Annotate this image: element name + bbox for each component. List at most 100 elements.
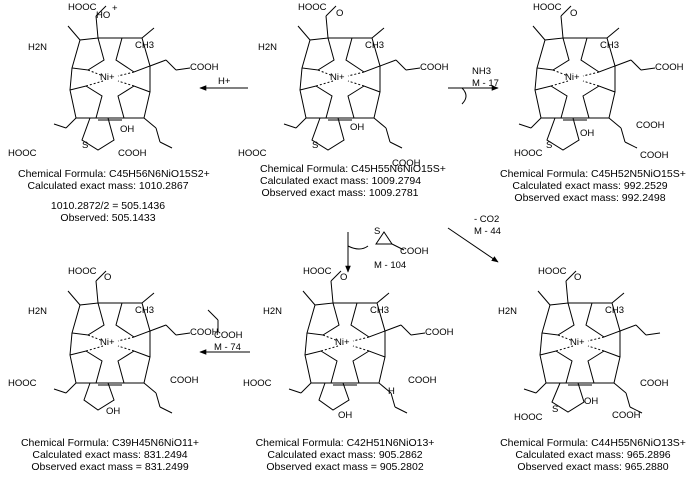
top-right-acid-bottom: COOH	[640, 150, 669, 161]
obs-label: Observed exact mass:	[517, 461, 625, 473]
center-nickel-label: Ni+	[330, 72, 345, 83]
calc-value: 905.2862	[378, 449, 423, 461]
obs-label: Observed exact mass:	[261, 187, 369, 199]
top-left-acid-top: HOOC	[68, 2, 97, 13]
caption-top-right: Chemical Formula: C45H52N5NiO15S+ Calcul…	[500, 168, 686, 204]
formula-prefix: Chemical Formula:	[18, 168, 110, 180]
bottom-right-sulfur: S	[552, 404, 559, 415]
bottom-right-acid-bottom: COOH	[612, 410, 641, 421]
bottom-left-acid-top: HOOC	[68, 266, 97, 277]
top-left-hydroxyl: OH	[120, 124, 135, 135]
obs-value: 992.2498	[621, 192, 666, 204]
top-left-sulfur: S	[82, 140, 89, 151]
center-hydroxyl: OH	[350, 122, 365, 133]
formula: C45H52N5NiO15S+	[591, 168, 686, 180]
top-left-structure	[53, 5, 191, 151]
thiirane-fragment	[375, 231, 405, 251]
bottom-left-nickel-label: Ni+	[100, 337, 115, 348]
top-left-oxonium: HO	[96, 10, 111, 21]
formula: C44H55N6NiO13S+	[591, 437, 686, 449]
bottom-right-methyl: CH3	[605, 305, 625, 316]
calc-label: Calculated exact mass:	[512, 180, 624, 192]
center-acid-right: COOH	[420, 62, 449, 73]
calc-label: Calculated exact mass:	[32, 449, 144, 461]
top-right-nickel-label: Ni+	[565, 72, 580, 83]
bottom-left-hydroxyl: OH	[106, 406, 121, 417]
bottom-left-structure	[53, 270, 191, 414]
caption-bottom-middle: Chemical Formula: C42H51N6NiO13+ Calcula…	[255, 437, 435, 473]
bottom-right-acid-mid: COOH	[640, 378, 669, 389]
center-oxo: O	[336, 8, 344, 19]
arrow-co2-delta: M - 44	[474, 226, 501, 237]
caption-bottom-right: Chemical Formula: C44H55N6NiO13S+ Calcul…	[500, 437, 686, 473]
arrow-ammonia-delta: M - 17	[472, 78, 499, 89]
bottom-middle-hydrogen: H	[388, 386, 395, 397]
formula-prefix: Chemical Formula:	[20, 437, 112, 449]
half-mass-line: 1010.2872/2 = 505.1436	[50, 200, 166, 212]
bottom-left-acid-bottom: COOH	[170, 375, 199, 386]
calc-label: Calculated exact mass:	[27, 180, 139, 192]
bottom-left-amide: H2N	[28, 306, 48, 317]
obs-label: Observed exact mass:	[514, 192, 622, 204]
observed-half-mass: Observed: 505.1433	[60, 212, 156, 224]
bottom-middle-acid-bottom: COOH	[408, 375, 437, 386]
top-right-acid-top: HOOC	[533, 2, 562, 13]
bottom-middle-methyl: CH3	[370, 305, 390, 316]
formula: C39H45N6NiO11+	[111, 437, 200, 449]
arrow-ammonia-curl	[461, 87, 467, 105]
formula-prefix: Chemical Formula:	[255, 437, 347, 449]
formula-prefix: Chemical Formula:	[500, 168, 592, 180]
caption-top-left: Chemical Formula: C45H56N6NiO15S2+ Calcu…	[18, 168, 210, 224]
bottom-middle-nickel-label: Ni+	[335, 337, 350, 348]
calc-value: 1009.2794	[371, 175, 422, 187]
obs-label: Observed exact mass =	[266, 461, 380, 473]
top-left-nickel-label: Ni+	[100, 72, 115, 83]
protonation-text: H+	[218, 76, 231, 87]
center-methyl: CH3	[365, 40, 385, 51]
bottom-left-acid-right: COOH	[190, 327, 219, 338]
arrow-thiirane-curl	[347, 245, 369, 250]
calc-label: Calculated exact mass:	[267, 449, 379, 461]
calc-value: 831.2494	[143, 449, 188, 461]
bottom-right-nickel-label: Ni+	[570, 337, 585, 348]
obs-value: 965.2880	[624, 461, 669, 473]
obs-label: Observed exact mass =	[31, 461, 145, 473]
bottom-middle-amide: H2N	[263, 306, 283, 317]
top-right-oxo: O	[570, 8, 578, 19]
center-acid-top: HOOC	[298, 2, 327, 13]
center-sulfur: S	[312, 140, 319, 151]
formula: C42H51N6NiO13+	[346, 437, 435, 449]
formula: C45H55N6NiO15S+	[351, 163, 446, 175]
bottom-middle-acid-top: HOOC	[303, 266, 332, 277]
bottom-left-acid-left: HOOC	[8, 378, 37, 389]
calc-value: 965.2896	[626, 449, 671, 461]
formula-prefix: Chemical Formula:	[500, 437, 592, 449]
center-amide: H2N	[258, 42, 278, 53]
arrow-co2-loss	[447, 227, 499, 263]
bottom-middle-structure	[288, 270, 426, 414]
top-right-sulfur: S	[546, 140, 553, 151]
bottom-left-oxo: O	[104, 272, 112, 283]
center-structure	[283, 5, 421, 151]
top-left-acid-left: HOOC	[8, 148, 37, 159]
top-left-acid-bottom: COOH	[118, 148, 147, 159]
bottom-right-amide: H2N	[498, 306, 518, 317]
calc-value: 992.2529	[623, 180, 668, 192]
center-acid-left: HOOC	[238, 148, 267, 159]
bottom-right-structure	[523, 270, 661, 414]
bottom-right-acid-left: HOOC	[514, 412, 543, 423]
calc-label: Calculated exact mass:	[260, 175, 372, 187]
obs-value: 831.2499	[144, 461, 189, 473]
arrow-ammonia-label: NH3	[472, 66, 492, 77]
top-right-structure	[518, 5, 656, 151]
obs-value: 905.2802	[379, 461, 424, 473]
propanoic-acid-fragment	[207, 309, 219, 332]
top-right-acid-left: HOOC	[514, 148, 543, 159]
arrow-acid-delta: M - 74	[214, 342, 241, 353]
top-left-methyl: CH3	[135, 40, 155, 51]
thiirane-acid: COOH	[400, 246, 429, 257]
thiirane-sulfur: S	[374, 226, 381, 237]
center-acid-bottom: COOH	[392, 158, 421, 169]
arrow-co2-label: - CO2	[474, 214, 500, 225]
